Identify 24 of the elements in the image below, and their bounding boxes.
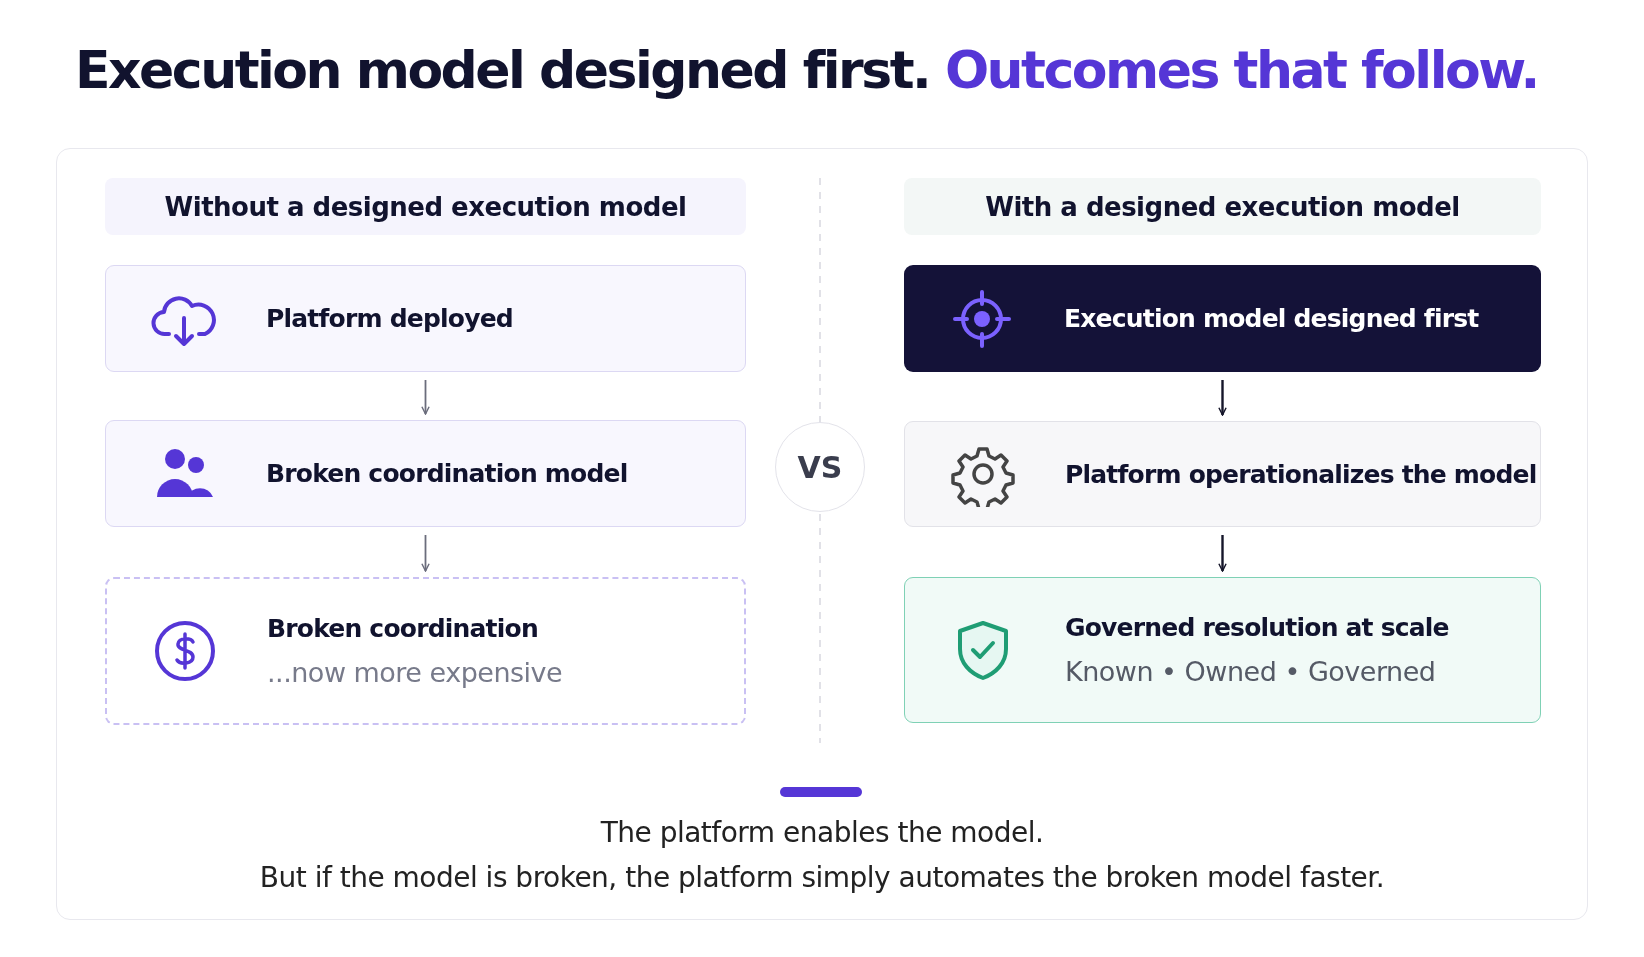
step-box [904, 421, 1541, 527]
outcome-box [105, 577, 746, 725]
arrow [421, 379, 430, 415]
arrow [421, 534, 430, 572]
node-title: Broken coordination model [266, 459, 629, 488]
step-box [105, 420, 746, 527]
node-title: Execution model designed first [1064, 304, 1480, 333]
step-box [904, 265, 1541, 372]
node-title: Platform operationalizes the model [1065, 459, 1538, 489]
step-box [105, 265, 746, 372]
node-title: Platform deployed [266, 304, 514, 333]
arrow [1218, 380, 1227, 416]
vs-badge: VS [775, 422, 865, 512]
node-title: Broken coordination [267, 614, 539, 643]
node-subtitle: ...now more expensive [267, 657, 564, 688]
title: Execution model designed first. Outcomes that follow. [75, 40, 1538, 100]
column-header: Without a designed execution model [105, 178, 746, 235]
outcome-box [904, 577, 1541, 723]
footnote-text: But if the model is broken, the platform simply automates the broken model faster. [258, 861, 1386, 894]
column-header: With a designed execution model [904, 178, 1541, 235]
arrow [1218, 535, 1227, 572]
footnote-text: The platform enables the model. [599, 816, 1045, 849]
node-title: Governed resolution at scale [1065, 613, 1450, 642]
node-subtitle: Known • Owned • Governed [1065, 656, 1437, 687]
